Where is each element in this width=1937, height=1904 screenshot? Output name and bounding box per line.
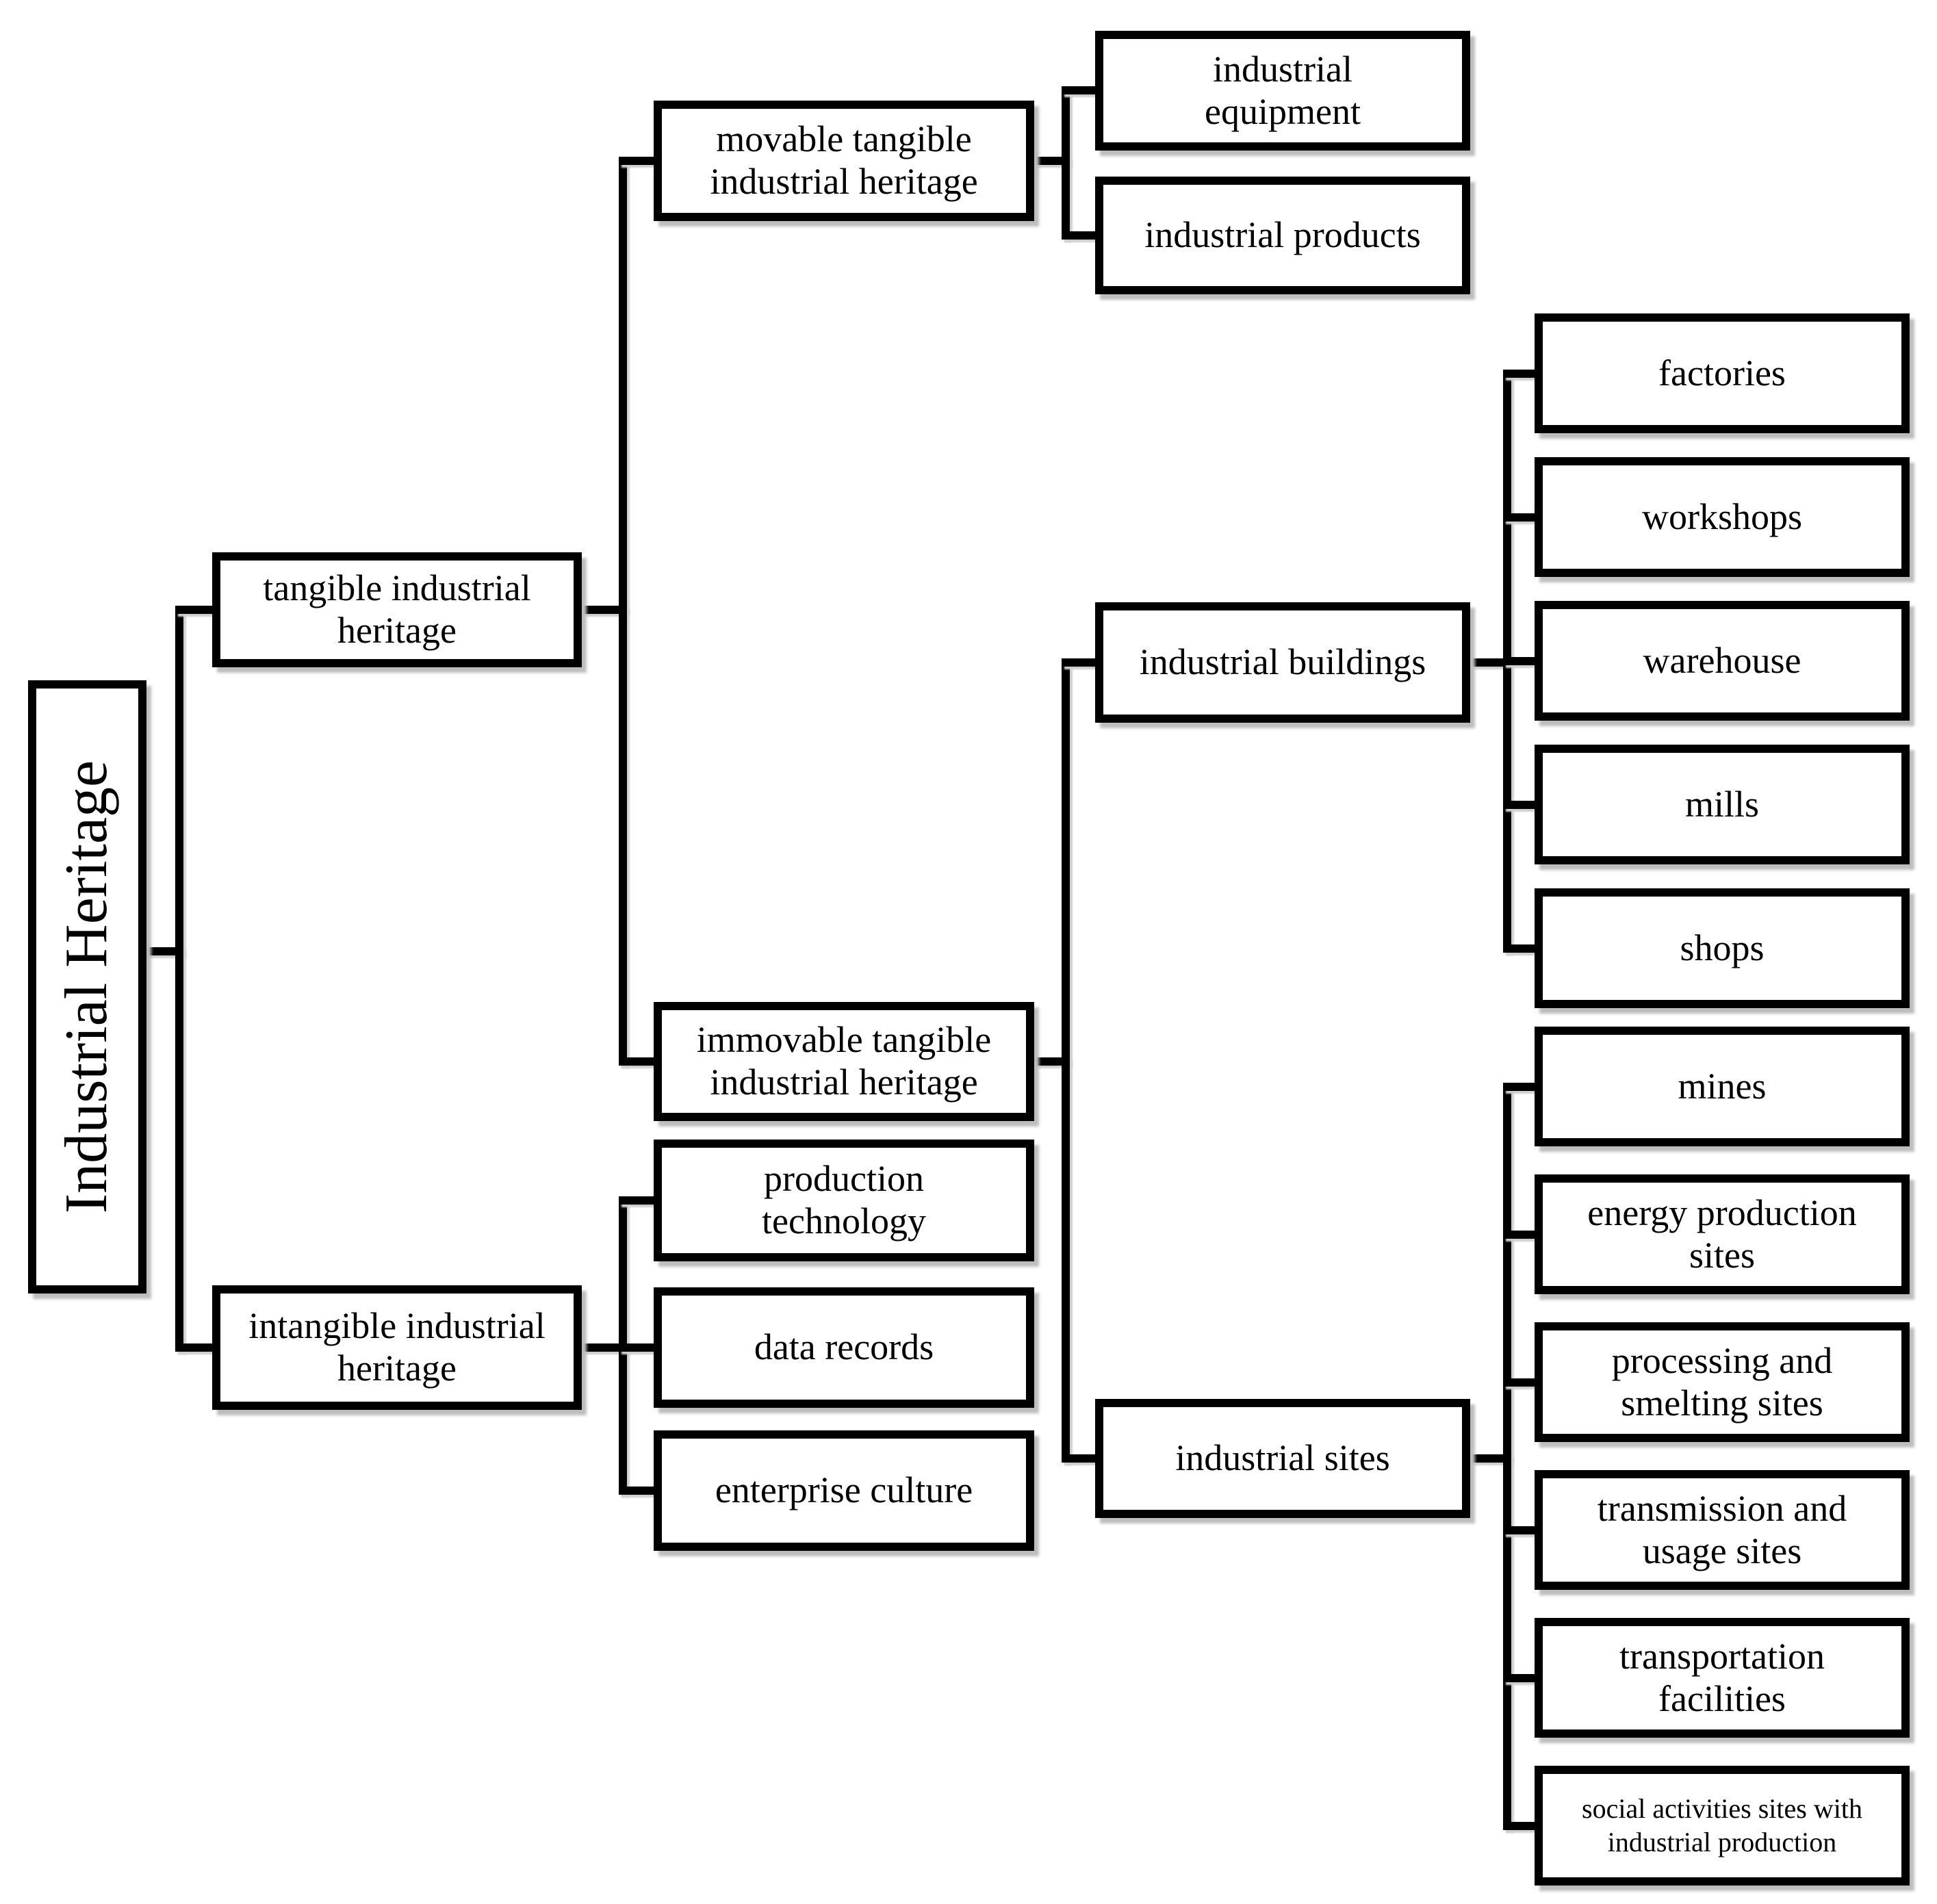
- connector-movable-out: [1034, 157, 1070, 165]
- node-industrial-heritage: Industrial Heritage: [28, 680, 146, 1294]
- connector-immovable-out: [1034, 1057, 1070, 1066]
- connector-industrial-products-in: [1062, 231, 1095, 240]
- node-transportation-facilities-label: transportation facilities: [1619, 1635, 1825, 1719]
- node-warehouse-label: warehouse: [1643, 639, 1801, 681]
- connector-trunk-level1: [175, 606, 183, 1352]
- node-industrial-buildings: industrial buildings: [1095, 602, 1470, 723]
- connector-trunk-sites-children: [1503, 1083, 1511, 1830]
- node-transmission-and-usage-sites-label: transmission and usage sites: [1597, 1487, 1847, 1571]
- connector-movable-in: [619, 157, 654, 165]
- node-enterprise-culture: enterprise culture: [654, 1430, 1034, 1551]
- node-shops: shops: [1535, 888, 1910, 1008]
- connector-warehouse-in: [1503, 657, 1535, 665]
- connector-industrial-sites-out: [1470, 1454, 1511, 1463]
- node-movable-tangible-industrial-heritage: movable tangible industrial heritage: [654, 101, 1034, 221]
- node-mills-label: mills: [1684, 783, 1760, 825]
- connector-trunk-movable-children: [1062, 86, 1070, 240]
- node-processing-and-smelting-sites: processing and smelting sites: [1535, 1322, 1910, 1442]
- node-transmission-and-usage-sites: transmission and usage sites: [1535, 1470, 1910, 1590]
- node-industrial-heritage-label: Industrial Heritage: [53, 760, 120, 1214]
- node-enterprise-culture-label: enterprise culture: [715, 1469, 973, 1511]
- node-intangible-industrial-heritage-label: intangible industrial heritage: [248, 1305, 546, 1389]
- node-social-activities-sites: social activities sites with industrial …: [1535, 1766, 1910, 1886]
- connector-workshops-in: [1503, 513, 1535, 522]
- node-processing-and-smelting-sites-label: processing and smelting sites: [1611, 1339, 1833, 1424]
- node-data-records: data records: [654, 1287, 1034, 1408]
- node-workshops-label: workshops: [1641, 496, 1802, 537]
- node-energy-production-sites-label: energy production sites: [1587, 1192, 1857, 1276]
- connector-production-technology-in: [619, 1196, 654, 1205]
- connector-trunk-tangible-children: [619, 157, 627, 1066]
- node-tangible-industrial-heritage-label: tangible industrial heritage: [263, 567, 531, 651]
- node-workshops: workshops: [1535, 457, 1910, 577]
- node-tangible-industrial-heritage: tangible industrial heritage: [212, 552, 582, 667]
- node-production-technology-label: production technology: [762, 1158, 926, 1242]
- connector-tangible-out: [582, 606, 627, 614]
- connector-intangible-out: [582, 1343, 627, 1352]
- node-industrial-products-label: industrial products: [1144, 214, 1421, 256]
- node-factories-label: factories: [1658, 352, 1786, 394]
- connector-root-stub: [146, 947, 183, 955]
- node-immovable-tangible-label: immovable tangible industrial heritage: [696, 1019, 992, 1103]
- node-industrial-products: industrial products: [1095, 177, 1470, 294]
- node-movable-tangible-label: movable tangible industrial heritage: [710, 118, 978, 202]
- node-data-records-label: data records: [754, 1326, 934, 1368]
- node-industrial-buildings-label: industrial buildings: [1139, 641, 1426, 683]
- node-production-technology: production technology: [654, 1140, 1034, 1261]
- connector-industrial-buildings-out: [1470, 658, 1511, 667]
- connector-transportation-facilities-in: [1503, 1674, 1535, 1682]
- connector-mines-in: [1503, 1083, 1535, 1091]
- connector-shops-in: [1503, 944, 1535, 953]
- connector-industrial-sites-in: [1062, 1454, 1095, 1463]
- node-immovable-tangible-industrial-heritage: immovable tangible industrial heritage: [654, 1002, 1034, 1121]
- node-transportation-facilities: transportation facilities: [1535, 1618, 1910, 1738]
- node-industrial-equipment: industrial equipment: [1095, 31, 1470, 151]
- connector-mills-in: [1503, 801, 1535, 809]
- node-shops-label: shops: [1680, 927, 1765, 968]
- connector-energy-production-sites-in: [1503, 1231, 1535, 1239]
- connector-intangible-in: [175, 1343, 212, 1352]
- connector-industrial-buildings-in: [1062, 658, 1095, 667]
- connector-immovable-in: [619, 1057, 654, 1066]
- connector-factories-in: [1503, 370, 1535, 378]
- node-mines: mines: [1535, 1027, 1910, 1146]
- connector-social-activities-sites-in: [1503, 1822, 1535, 1830]
- node-warehouse: warehouse: [1535, 601, 1910, 721]
- connector-tangible-in: [175, 606, 212, 614]
- connector-trunk-immovable-children: [1062, 658, 1070, 1463]
- node-mines-label: mines: [1678, 1065, 1767, 1107]
- connector-transmission-usage-sites-in: [1503, 1526, 1535, 1534]
- node-industrial-sites-label: industrial sites: [1175, 1437, 1390, 1479]
- node-energy-production-sites: energy production sites: [1535, 1174, 1910, 1294]
- node-factories: factories: [1535, 313, 1910, 433]
- node-mills: mills: [1535, 745, 1910, 864]
- connector-data-records-in: [619, 1343, 654, 1352]
- node-social-activities-sites-label: social activities sites with industrial …: [1582, 1792, 1862, 1857]
- node-intangible-industrial-heritage: intangible industrial heritage: [212, 1285, 582, 1410]
- connector-enterprise-culture-in: [619, 1487, 654, 1495]
- connector-processing-smelting-sites-in: [1503, 1378, 1535, 1387]
- connector-industrial-equipment-in: [1062, 86, 1095, 94]
- node-industrial-equipment-label: industrial equipment: [1205, 48, 1361, 132]
- node-industrial-sites: industrial sites: [1095, 1399, 1470, 1518]
